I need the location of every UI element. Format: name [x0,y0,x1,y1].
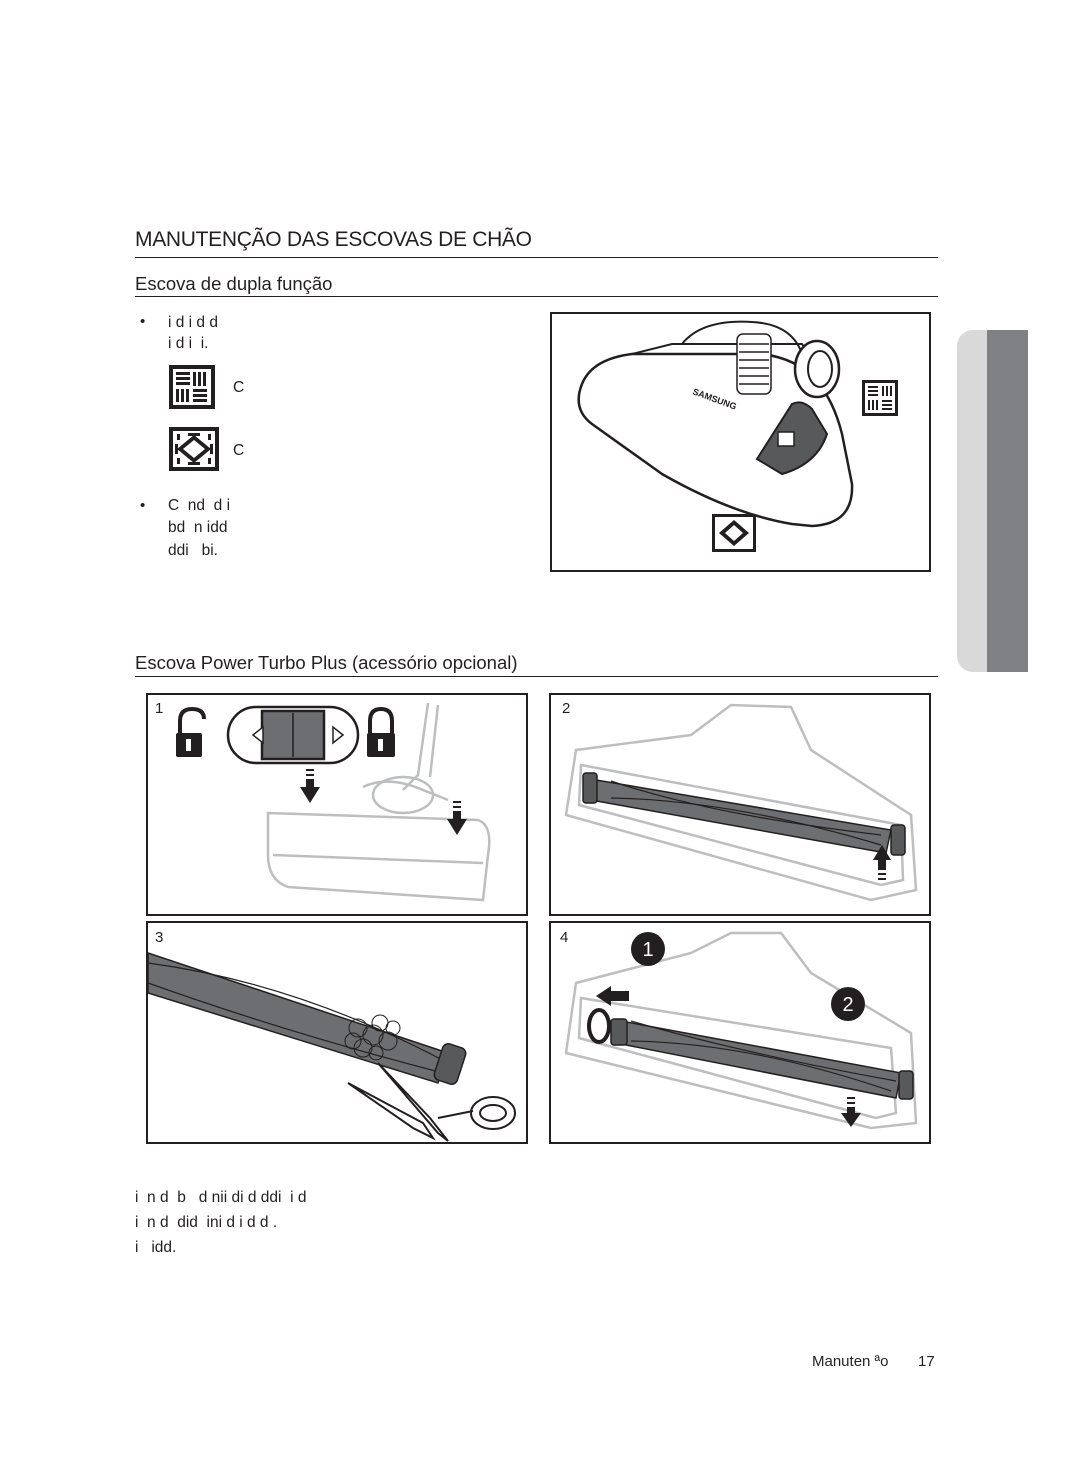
callout-1-text: 1 [642,939,653,961]
callout-1-badge [631,932,665,966]
dual-brush-divider [135,296,938,297]
step-3-number: 3 [155,929,164,946]
roller-with-hair [148,952,467,1085]
figure-carpet-icon [862,380,898,416]
lock-icon [367,706,395,757]
push-down-arrow-right [447,801,467,835]
bullet-1-line-1: i d i d d [168,314,218,331]
unlock-icon [176,706,206,757]
turbo-brush-divider [135,676,938,677]
footer-page-number: 17 [918,1353,935,1370]
turbo-roller [582,772,906,856]
push-down-arrow [841,1097,861,1127]
turbo-note-line-3: i idd. [135,1239,177,1256]
bullet-dot-1: • [140,313,146,330]
turbo-roller-reinsert [587,1008,914,1100]
bullet-2-line-1: C nd d i [168,497,231,514]
floor-mode-icon [168,426,220,472]
turbo-brush-heading: Escova Power Turbo Plus (acessório opcio… [135,652,518,673]
step-4-figure: 1 2 [549,921,931,1144]
insert-left-arrow [596,986,629,1006]
push-down-arrow-left [300,769,320,803]
lift-up-arrow [873,845,891,880]
title-divider [135,257,938,258]
bullet-1-line-2: i d i i. [168,335,209,352]
step-1-number: 1 [155,700,164,717]
dual-brush-heading: Escova de dupla função [135,273,333,294]
step-2-number: 2 [562,700,571,717]
step-3-figure [146,921,528,1144]
scissors-icon [347,1062,516,1142]
carpet-mode-label: C [233,379,245,396]
page-title: MANUTENÇÃO DAS ESCOVAS DE CHÃO [135,228,532,251]
bullet-2-line-2: bd n idd [168,519,228,536]
floor-mode-label: C [233,442,245,459]
callout-2-badge [831,987,865,1021]
bullet-2-line-3: ddi bi. [168,542,218,559]
turbo-note-line-2: i n d did ini d i d d . [135,1214,278,1231]
footer-section-label: Manuten ªo [812,1353,889,1370]
step-4-number: 4 [560,929,569,946]
carpet-mode-icon [168,364,216,410]
chapter-tab-dark [987,330,1028,672]
bullet-dot-2: • [140,497,146,514]
turbo-note-line-1: i n d b d nii di d ddi i d [135,1189,307,1206]
dual-brush-figure: SAMSUNG [550,312,931,572]
step-2-figure [549,693,931,916]
figure-floor-icon [712,514,756,552]
step-1-figure [146,693,528,916]
callout-2-text: 2 [842,994,853,1016]
